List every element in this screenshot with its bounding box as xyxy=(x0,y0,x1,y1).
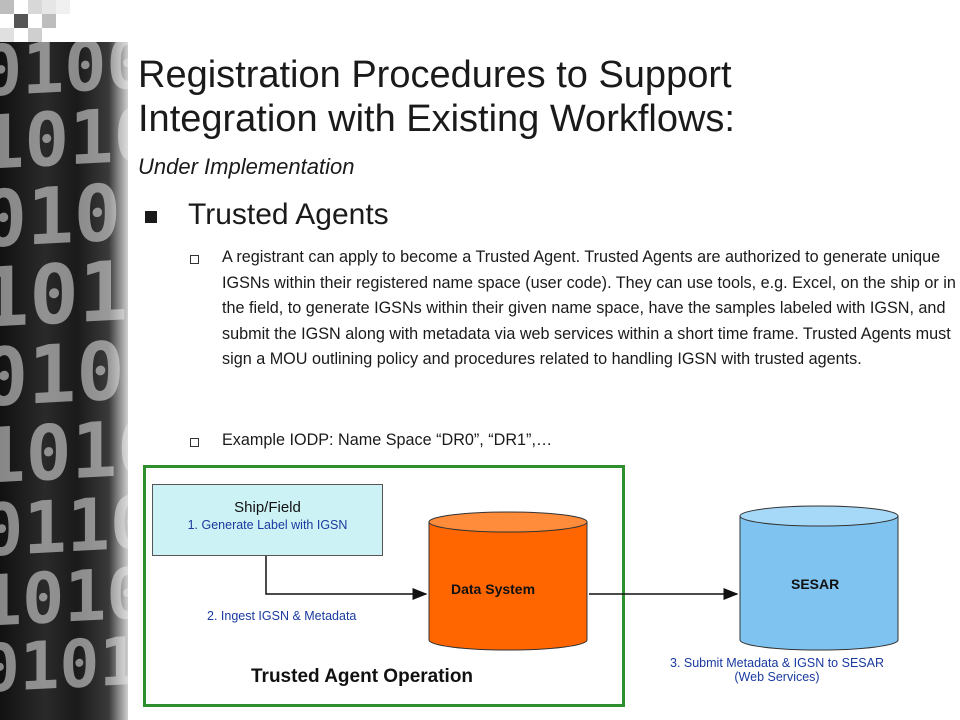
bullet-square-icon xyxy=(145,211,157,223)
ship-field-box: Ship/Field 1. Generate Label with IGSN xyxy=(152,484,383,556)
title-line-1: Registration Procedures to Support xyxy=(138,54,732,96)
sesar-label: SESAR xyxy=(791,576,840,592)
ingest-step-label: 2. Ingest IGSN & Metadata xyxy=(207,609,357,623)
trusted-agent-frame xyxy=(143,465,625,707)
binary-background-image: 0100 1010 0101 1010 0101 1010 0110 1010 … xyxy=(0,42,128,720)
data-system-cylinder xyxy=(428,511,588,651)
trusted-agent-operation-label: Trusted Agent Operation xyxy=(251,666,474,687)
ship-field-title: Ship/Field xyxy=(234,499,301,516)
submit-step-line-1: 3. Submit Metadata & IGSN to SESAR xyxy=(670,656,884,670)
section-heading: Trusted Agents xyxy=(188,198,389,231)
hollow-square-bullet-icon xyxy=(190,438,199,447)
trusted-agent-description: A registrant can apply to become a Trust… xyxy=(222,248,956,368)
submit-step-label: 3. Submit Metadata & IGSN to SESAR (Web … xyxy=(632,656,922,684)
slide-title: Registration Procedures to Support Integ… xyxy=(138,53,938,141)
example-iodp-text: Example IODP: Name Space “DR0”, “DR1”,… xyxy=(222,431,553,449)
hollow-square-bullet-icon xyxy=(190,255,199,264)
sesar-cylinder xyxy=(739,505,899,651)
submit-step-line-2: (Web Services) xyxy=(734,670,820,684)
ingest-arrow xyxy=(265,556,428,600)
generate-label-step: 1. Generate Label with IGSN xyxy=(187,518,348,532)
title-line-2: Integration with Existing Workflows: xyxy=(138,98,735,140)
corner-decoration xyxy=(0,0,80,42)
slide-subtitle: Under Implementation xyxy=(138,154,355,179)
data-system-label: Data System xyxy=(451,581,536,597)
